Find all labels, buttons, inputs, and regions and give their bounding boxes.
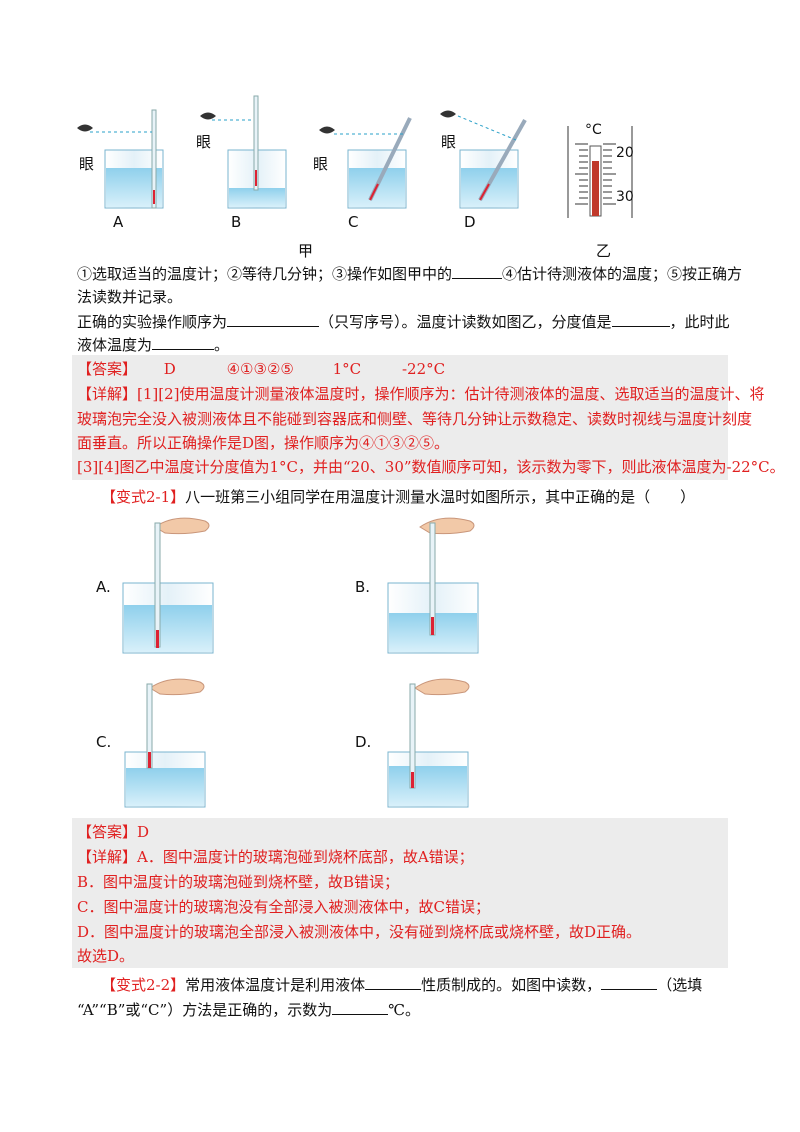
q3-line2: “A”“B”或“C”）方法是正确的，示数为℃。 bbox=[77, 1000, 420, 1019]
a2-conclusion: 故选D。 bbox=[77, 947, 135, 965]
eye-label-c: 眼 bbox=[313, 155, 329, 173]
thermometer-tick-30: 30 bbox=[616, 189, 634, 205]
figure-label-b: B bbox=[231, 213, 242, 231]
q3-blank-1[interactable] bbox=[365, 975, 422, 990]
a1-answer-2: ④①③②⑤ bbox=[226, 360, 294, 378]
option-a-figure[interactable] bbox=[115, 505, 235, 655]
a1-answer-4: -22°C bbox=[401, 360, 446, 378]
a2-detail-d: D．图中温度计的玻璃泡全部浸入被测液体中，没有碰到烧杯底或烧杯壁，故D正确。 bbox=[77, 923, 642, 941]
figure-caption-jia: 甲 bbox=[298, 242, 314, 260]
a1-answer-line: 【答案】 D ④①③②⑤ 1°C -22°C bbox=[77, 360, 446, 378]
option-b-label[interactable]: B. bbox=[355, 578, 371, 596]
a1-detail-2: 玻璃泡完全没入被测液体且不能碰到容器底和侧壁、等待几分钟让示数稳定、读数时视线与… bbox=[77, 410, 753, 428]
a2-detail-b: B．图中温度计的玻璃泡碰到烧杯壁，故B错误； bbox=[77, 873, 400, 891]
option-d-label[interactable]: D. bbox=[355, 733, 372, 751]
thermometer-tick-20: 20 bbox=[616, 145, 634, 161]
q3-blank-2[interactable] bbox=[601, 975, 658, 990]
a2-detail-a: 【详解】A．图中温度计的玻璃泡碰到烧杯底部，故A错误； bbox=[77, 848, 474, 866]
a2-detail-c: C．图中温度计的玻璃泡没有全部浸入被测液体中，故C错误； bbox=[77, 898, 490, 916]
a2-answer-line: 【答案】D bbox=[77, 823, 150, 841]
q2-stem: 【变式2-1】八一班第三小组同学在用温度计测量水温时如图所示，其中正确的是（ ） bbox=[101, 488, 696, 506]
q1-blank-2[interactable] bbox=[227, 312, 320, 327]
q1-blank-1[interactable] bbox=[452, 264, 503, 279]
q1-blank-3[interactable] bbox=[611, 312, 670, 327]
thermometer-unit: °C bbox=[585, 122, 602, 138]
figure-jia-yi bbox=[77, 95, 633, 218]
q3-blank-3[interactable] bbox=[332, 1000, 389, 1015]
a1-answer-1: D bbox=[163, 360, 176, 378]
beaker-a bbox=[77, 109, 164, 209]
option-a-label[interactable]: A. bbox=[96, 578, 111, 596]
q3-line1: 【变式2-2】常用液体温度计是利用液体性质制成的。如图中读数，（选填 bbox=[101, 975, 703, 994]
figure-caption-yi: 乙 bbox=[596, 242, 612, 260]
a1-detail-4: [3][4]图乙中温度计分度值为1°C，并由“20、30”数值顺序可知，该示数为… bbox=[77, 458, 785, 476]
q1-blank-4[interactable] bbox=[152, 335, 215, 350]
answer-block-1 bbox=[72, 355, 728, 480]
a1-answer-3: 1°C bbox=[332, 360, 362, 378]
option-c-figure[interactable] bbox=[115, 668, 235, 813]
figure-label-c: C bbox=[348, 213, 359, 231]
eye-label-b: 眼 bbox=[196, 133, 212, 151]
eye-label-d: 眼 bbox=[441, 133, 457, 151]
beaker-d bbox=[440, 110, 527, 209]
figure-label-d: D bbox=[464, 213, 476, 231]
a1-detail-3: 面垂直。所以正确操作是D图，操作顺序为④①③②⑤。 bbox=[77, 434, 450, 452]
thermometer-yi bbox=[567, 126, 633, 218]
beaker-c bbox=[319, 117, 412, 209]
figure-label-a: A bbox=[113, 213, 124, 231]
answer-block-2 bbox=[72, 818, 728, 968]
q1-line2: 法读数并记录。 bbox=[77, 288, 183, 306]
q1-line3: 正确的实验操作顺序为（只写序号）。温度计读数如图乙，分度值是，此时此 bbox=[77, 312, 730, 331]
q1-line4: 液体温度为。 bbox=[77, 335, 230, 354]
option-b-figure[interactable] bbox=[380, 505, 500, 655]
eye-label-a: 眼 bbox=[79, 155, 95, 173]
option-c-label[interactable]: C. bbox=[96, 733, 112, 751]
a1-detail-1: 【详解】[1][2]使用温度计测量液体温度时，操作顺序为：估计待测液体的温度、选… bbox=[77, 385, 765, 403]
option-d-figure[interactable] bbox=[380, 668, 500, 813]
beaker-b bbox=[200, 95, 287, 209]
